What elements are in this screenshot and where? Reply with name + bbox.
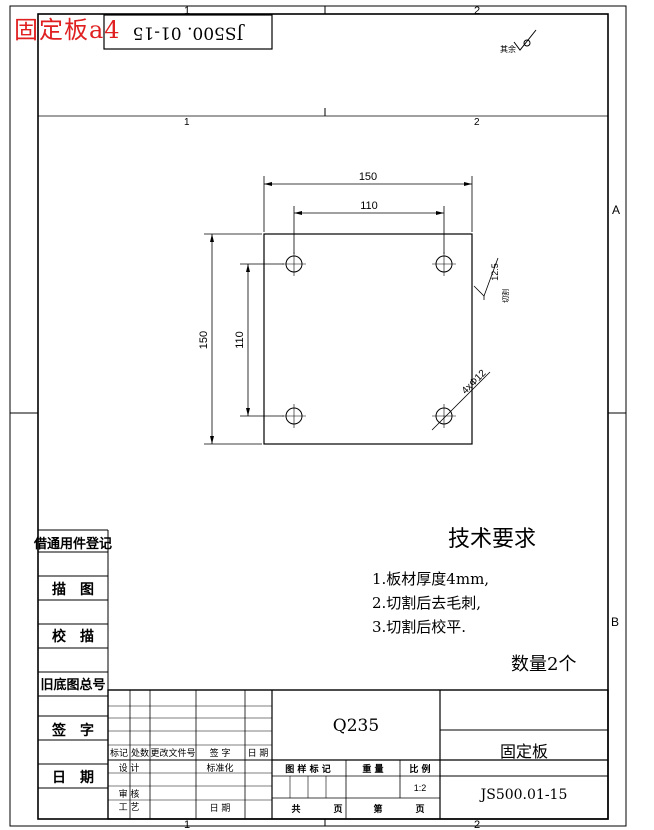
code-box: JS500. 01-15 <box>103 14 273 50</box>
left-label-old-number: 旧底图总号 <box>40 677 105 693</box>
dimension-arrows <box>210 182 472 444</box>
standard-label: 标准化 <box>206 762 233 774</box>
zone-number-2-bottom: 2 <box>474 819 480 830</box>
dim-roughness: 12.5 <box>490 263 500 281</box>
material: Q235 <box>333 716 379 736</box>
dim-inner-width: 110 <box>360 200 378 212</box>
rev-header-count: 处数 <box>131 747 149 759</box>
weight-label: 重 量 <box>362 763 383 775</box>
zone-letter-a: A <box>612 203 620 217</box>
design-label: 设 计 <box>119 762 140 774</box>
tech-requirement-1: 1.板材厚度4mm, <box>372 570 489 588</box>
rev-header-sign: 签 字 <box>210 747 231 759</box>
drawing-frame <box>9 5 627 827</box>
zone-number-1-mid: 1 <box>184 117 190 128</box>
date-label: 日 期 <box>210 803 231 814</box>
surface-finish-mark <box>513 29 537 51</box>
left-label-check: 校 描 <box>52 628 94 645</box>
scale-label: 比 例 <box>409 763 430 775</box>
process-label: 工 艺 <box>119 802 140 813</box>
review-label: 审 核 <box>119 788 140 800</box>
code-box-text: JS500. 01-15 <box>133 23 246 43</box>
dim-outer-height: 150 <box>198 331 210 349</box>
plate-outline <box>263 233 473 445</box>
title-block-grid <box>107 689 609 820</box>
drawing-number: JS500.01-15 <box>479 787 568 803</box>
rev-header-doc: 更改文件号 <box>150 747 195 759</box>
mounting-holes <box>282 252 456 428</box>
roughness-note: 切割 <box>501 289 510 303</box>
scale-value: 1:2 <box>414 783 427 793</box>
zone-number-1-bottom: 1 <box>184 819 190 830</box>
left-label-trace: 描 图 <box>52 581 94 598</box>
dim-inner-height: 110 <box>234 331 246 349</box>
total-label: 共 <box>291 803 300 815</box>
dim-outer-width: 150 <box>359 171 377 183</box>
left-label-date: 日 期 <box>52 770 94 786</box>
dimension-lines <box>204 176 499 445</box>
red-title-overlay: 固定板a4 <box>14 16 121 44</box>
zone-letter-b: B <box>611 615 619 629</box>
quantity-note: 数量2个 <box>511 654 576 675</box>
left-label-sign: 签 字 <box>51 722 94 739</box>
page-end-label: 页 <box>415 804 424 815</box>
page-label: 第 <box>373 803 382 815</box>
rev-header-mark: 标记 <box>110 747 128 759</box>
tech-requirement-3: 3.切割后校平. <box>372 618 466 636</box>
dim-holes: 4xΦ12 <box>460 368 489 397</box>
sheet-label: 页 <box>333 804 342 815</box>
rev-header-date: 日 期 <box>248 748 269 759</box>
stage-label: 图 样 标 记 <box>285 763 330 775</box>
tech-requirement-2: 2.切割后去毛刺, <box>372 594 481 612</box>
left-label-register: 借通用件登记 <box>33 536 112 552</box>
zone-number-2-mid: 2 <box>474 117 480 128</box>
part-name: 固定板 <box>500 742 548 761</box>
zone-number-1-top: 1 <box>184 5 190 17</box>
surface-finish-label: 其余 <box>500 44 516 54</box>
zone-number-2-top: 2 <box>474 5 480 17</box>
tech-requirements-heading: 技术要求 <box>448 527 536 552</box>
